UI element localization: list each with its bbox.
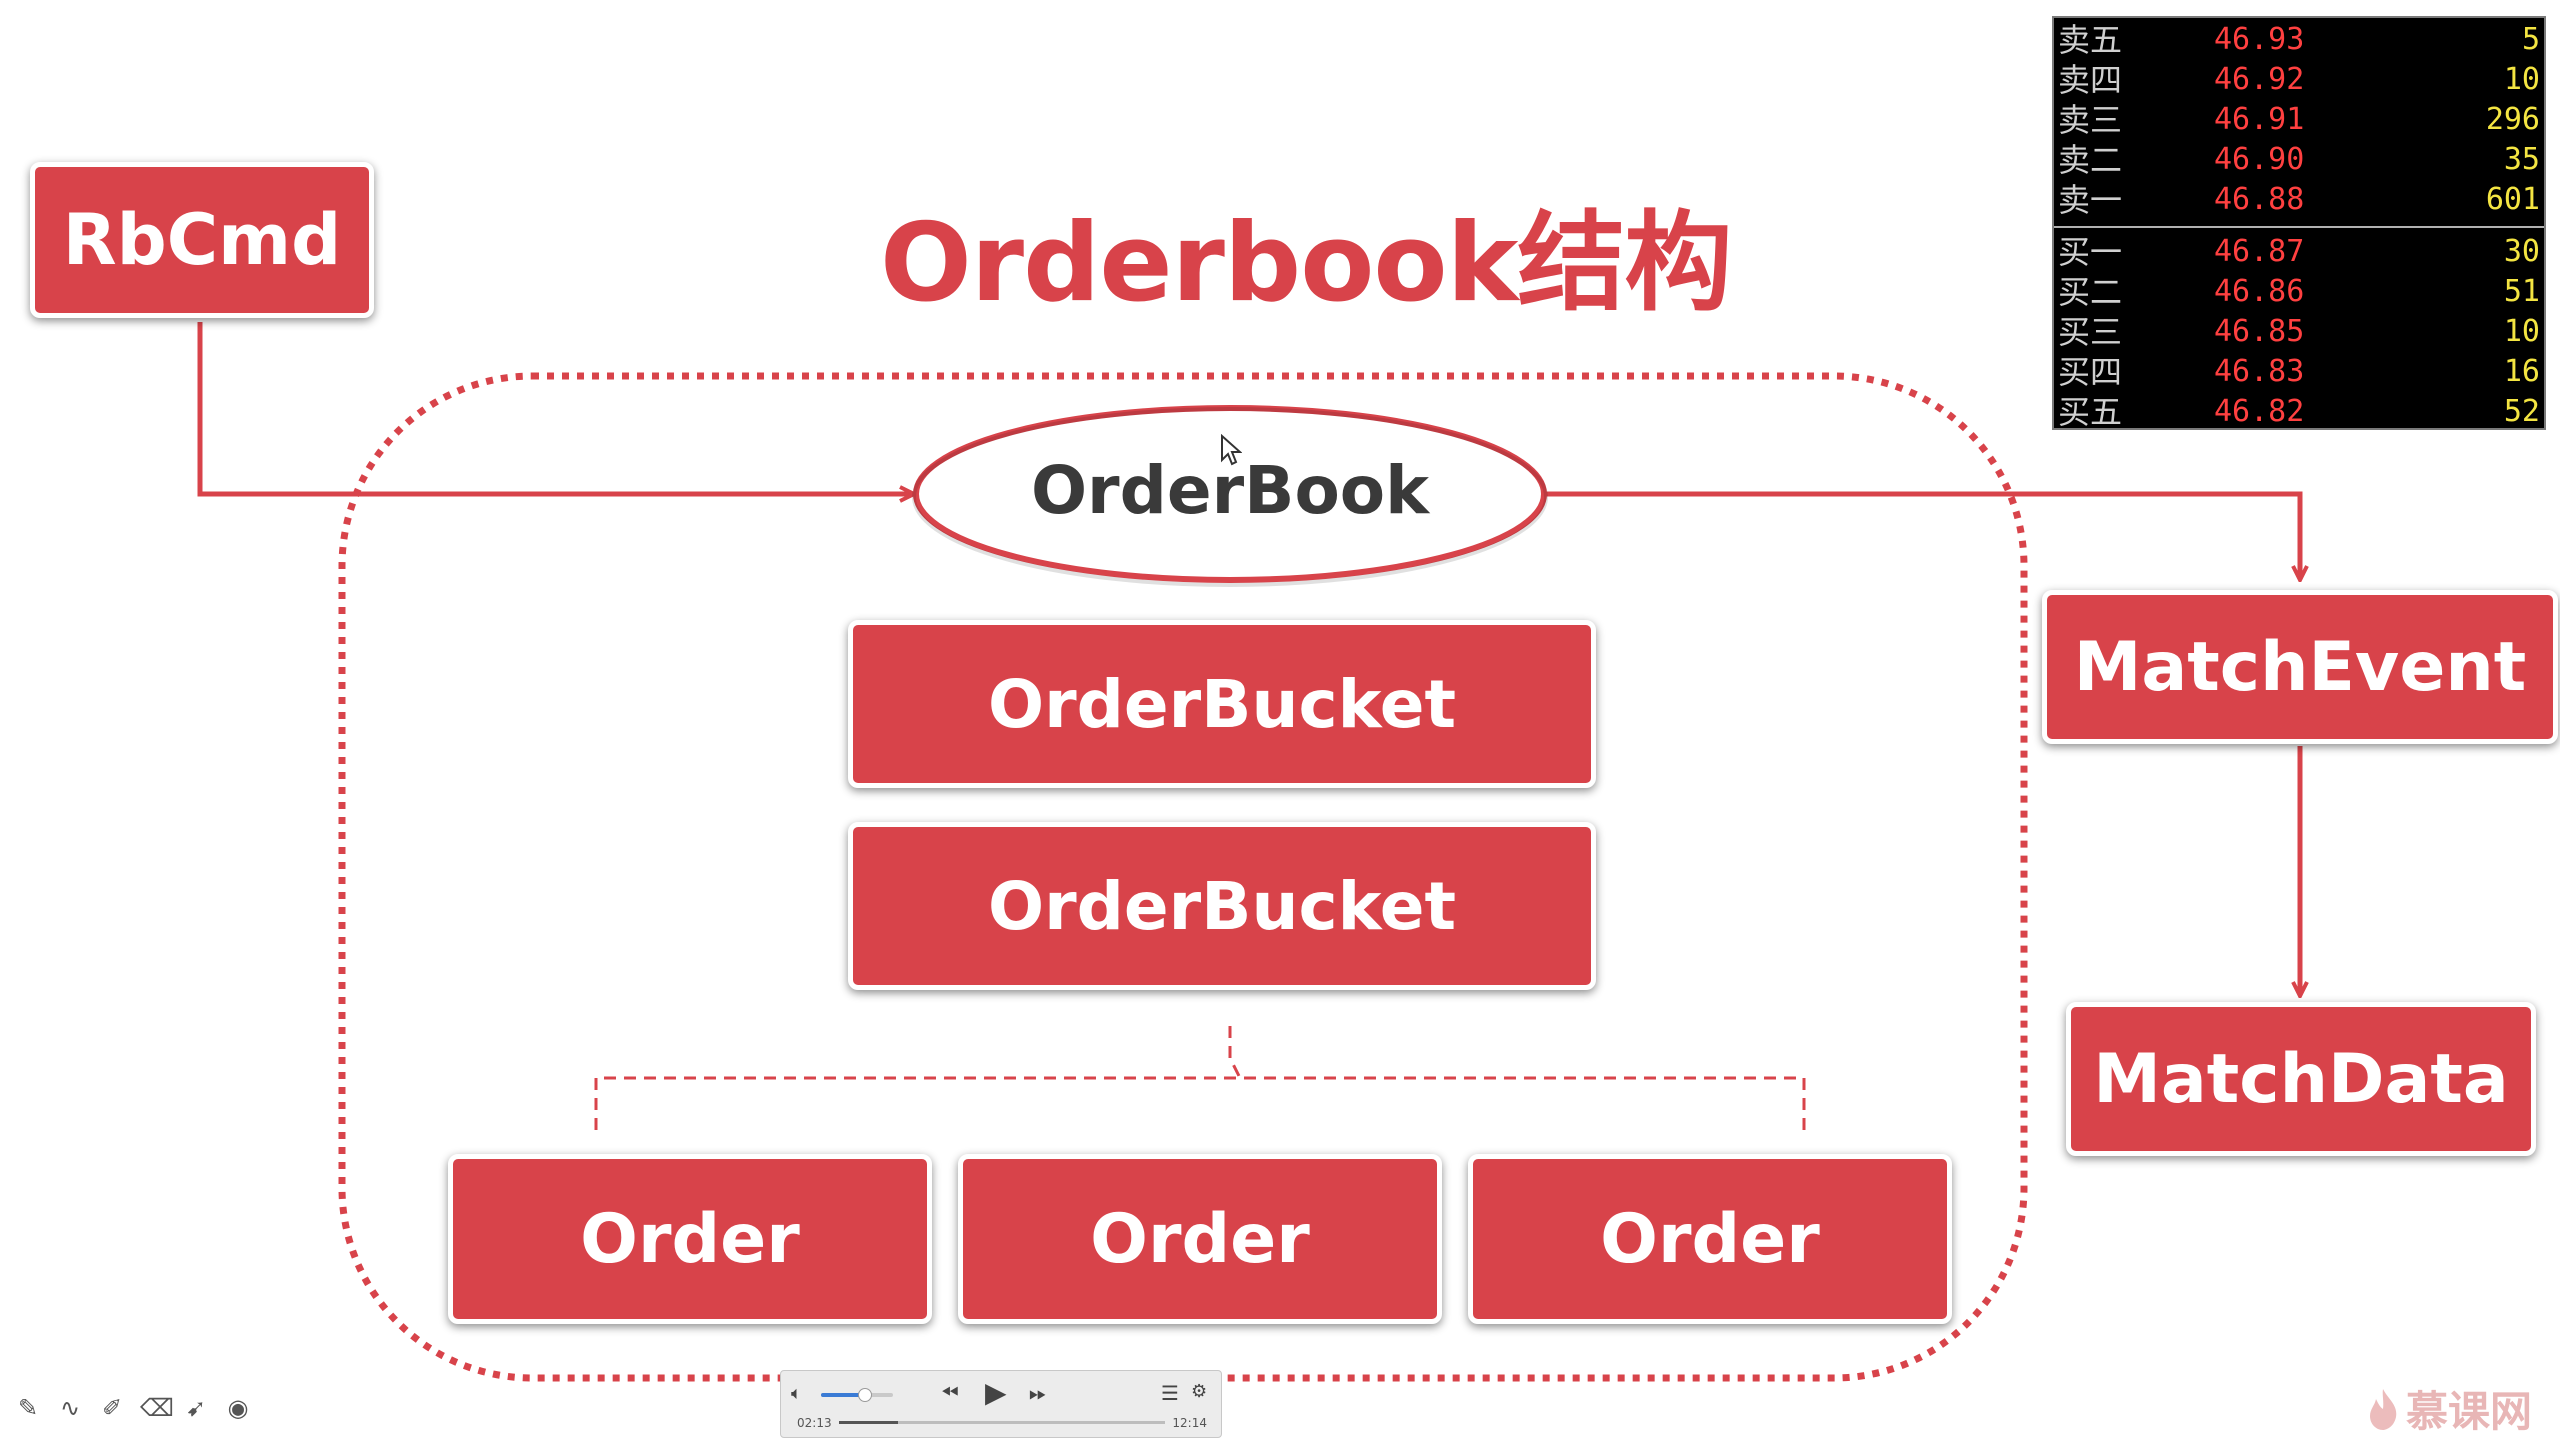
rewind-icon[interactable]: ⏪︎ (941, 1381, 959, 1406)
match-data-label: MatchData (2093, 1039, 2509, 1119)
rbcmd-label: RbCmd (62, 199, 342, 281)
quote-divider (2054, 226, 2544, 228)
bid-row: 买四 46.83 16 (2054, 352, 2544, 392)
drawing-toolbar: ✎ ∿ ✐ ⌫ ➹ ◉ (14, 1394, 252, 1428)
order-box-3: Order (1468, 1154, 1952, 1324)
rbcmd-to-orderbook-arrow (197, 322, 912, 494)
quote-volume: 10 (2503, 314, 2540, 349)
orderbook-label: OrderBook (1030, 451, 1430, 529)
record-icon[interactable]: ◉ (227, 1394, 249, 1422)
ask-row: 卖五 46.93 5 (2054, 20, 2544, 60)
quote-volume: 30 (2503, 234, 2540, 269)
orderbook-oval (913, 405, 1547, 583)
progress-bar[interactable] (839, 1421, 1165, 1424)
quote-volume: 5 (2521, 22, 2540, 57)
quote-price: 46.90 (2214, 142, 2305, 177)
quote-volume: 52 (2503, 394, 2540, 429)
mouse-cursor-icon (1221, 434, 1242, 466)
orderbook-to-matchevent-arrow (1546, 491, 2300, 578)
match-event-box: MatchEvent (2042, 590, 2558, 744)
quote-level-label: 卖二 (2058, 141, 2123, 179)
quote-level-label: 买五 (2058, 393, 2123, 431)
volume-knob[interactable] (858, 1388, 873, 1402)
quote-level-label: 买三 (2058, 313, 2123, 351)
watermark-text: 慕课网 (2406, 1387, 2533, 1436)
volume-slider[interactable] (821, 1388, 893, 1402)
quote-volume: 16 (2503, 354, 2540, 389)
order-box-1: Order (448, 1154, 932, 1324)
current-time: 02:13 (797, 1416, 832, 1430)
order-label: Order (580, 1199, 800, 1279)
quote-volume: 601 (2485, 182, 2540, 217)
pen-icon[interactable]: ✎ (17, 1394, 39, 1422)
settings-icon[interactable]: ⚙ (1191, 1381, 1208, 1402)
curve-icon[interactable]: ∿ (59, 1394, 81, 1422)
quote-volume: 296 (2485, 102, 2540, 137)
order-bucket-box-1: OrderBucket (848, 620, 1596, 788)
quote-price: 46.93 (2214, 22, 2305, 57)
quote-price: 46.85 (2214, 314, 2305, 349)
order-label: Order (1090, 1199, 1310, 1279)
order-bucket-label: OrderBucket (987, 867, 1457, 945)
quote-volume: 10 (2503, 62, 2540, 97)
bucket-to-orders-tree (594, 1026, 1806, 1130)
quote-price: 46.82 (2214, 394, 2305, 429)
ask-row: 卖三 46.91 296 (2054, 100, 2544, 140)
match-event-label: MatchEvent (2073, 627, 2527, 707)
volume-icon[interactable]: 🔈︎ (791, 1383, 802, 1404)
eraser-icon[interactable]: ⌫ (140, 1394, 174, 1422)
flame-logo-icon (2370, 1388, 2397, 1430)
media-player: 🔈︎ ⏪︎ ▶ ⏩︎ ☰ ⚙ 02:13 12:14 (780, 1370, 1222, 1438)
order-book-quote-panel: 卖五 46.93 5 卖四 46.92 10 卖三 46.91 296 卖二 46.90 35 卖一 46… (2052, 16, 2546, 432)
bid-row: 买一 46.87 30 (2054, 232, 2544, 272)
ask-row: 卖一 46.88 601 (2054, 180, 2544, 220)
order-bucket-label: OrderBucket (987, 665, 1457, 743)
progress-fill (839, 1421, 898, 1424)
play-icon[interactable]: ▶ (985, 1376, 1007, 1409)
order-bucket-box-2: OrderBucket (848, 822, 1596, 990)
highlighter-icon[interactable]: ✐ (101, 1394, 123, 1422)
order-label: Order (1600, 1199, 1820, 1279)
watermark: 慕课网 (2366, 1378, 2532, 1439)
quote-price: 46.86 (2214, 274, 2305, 309)
quote-price: 46.87 (2214, 234, 2305, 269)
rbcmd-box: RbCmd (30, 162, 374, 318)
bid-row: 买三 46.85 10 (2054, 312, 2544, 352)
quote-level-label: 买二 (2058, 273, 2123, 311)
quote-volume: 35 (2503, 142, 2540, 177)
pointer-icon[interactable]: ➹ (185, 1394, 207, 1422)
quote-price: 46.83 (2214, 354, 2305, 389)
ask-row: 卖四 46.92 10 (2054, 60, 2544, 100)
match-data-box: MatchData (2066, 1002, 2536, 1156)
quote-volume: 51 (2503, 274, 2540, 309)
fast-forward-icon[interactable]: ⏩︎ (1029, 1381, 1047, 1406)
quote-price: 46.92 (2214, 62, 2305, 97)
quote-level-label: 卖三 (2058, 101, 2123, 139)
quote-price: 46.88 (2214, 182, 2305, 217)
quote-level-label: 卖四 (2058, 61, 2123, 99)
slide-title: Orderbook结构 (880, 201, 1732, 326)
quote-level-label: 买四 (2058, 353, 2123, 391)
quote-price: 46.91 (2214, 102, 2305, 137)
bid-row: 买五 46.82 52 (2054, 392, 2544, 432)
playlist-icon[interactable]: ☰ (1161, 1381, 1179, 1405)
ask-row: 卖二 46.90 35 (2054, 140, 2544, 180)
quote-level-label: 卖五 (2058, 21, 2123, 59)
bid-row: 买二 46.86 51 (2054, 272, 2544, 312)
quote-level-label: 买一 (2058, 233, 2123, 271)
total-time: 12:14 (1172, 1416, 1207, 1430)
order-box-2: Order (958, 1154, 1442, 1324)
quote-level-label: 卖一 (2058, 181, 2123, 219)
volume-fill (821, 1393, 865, 1397)
